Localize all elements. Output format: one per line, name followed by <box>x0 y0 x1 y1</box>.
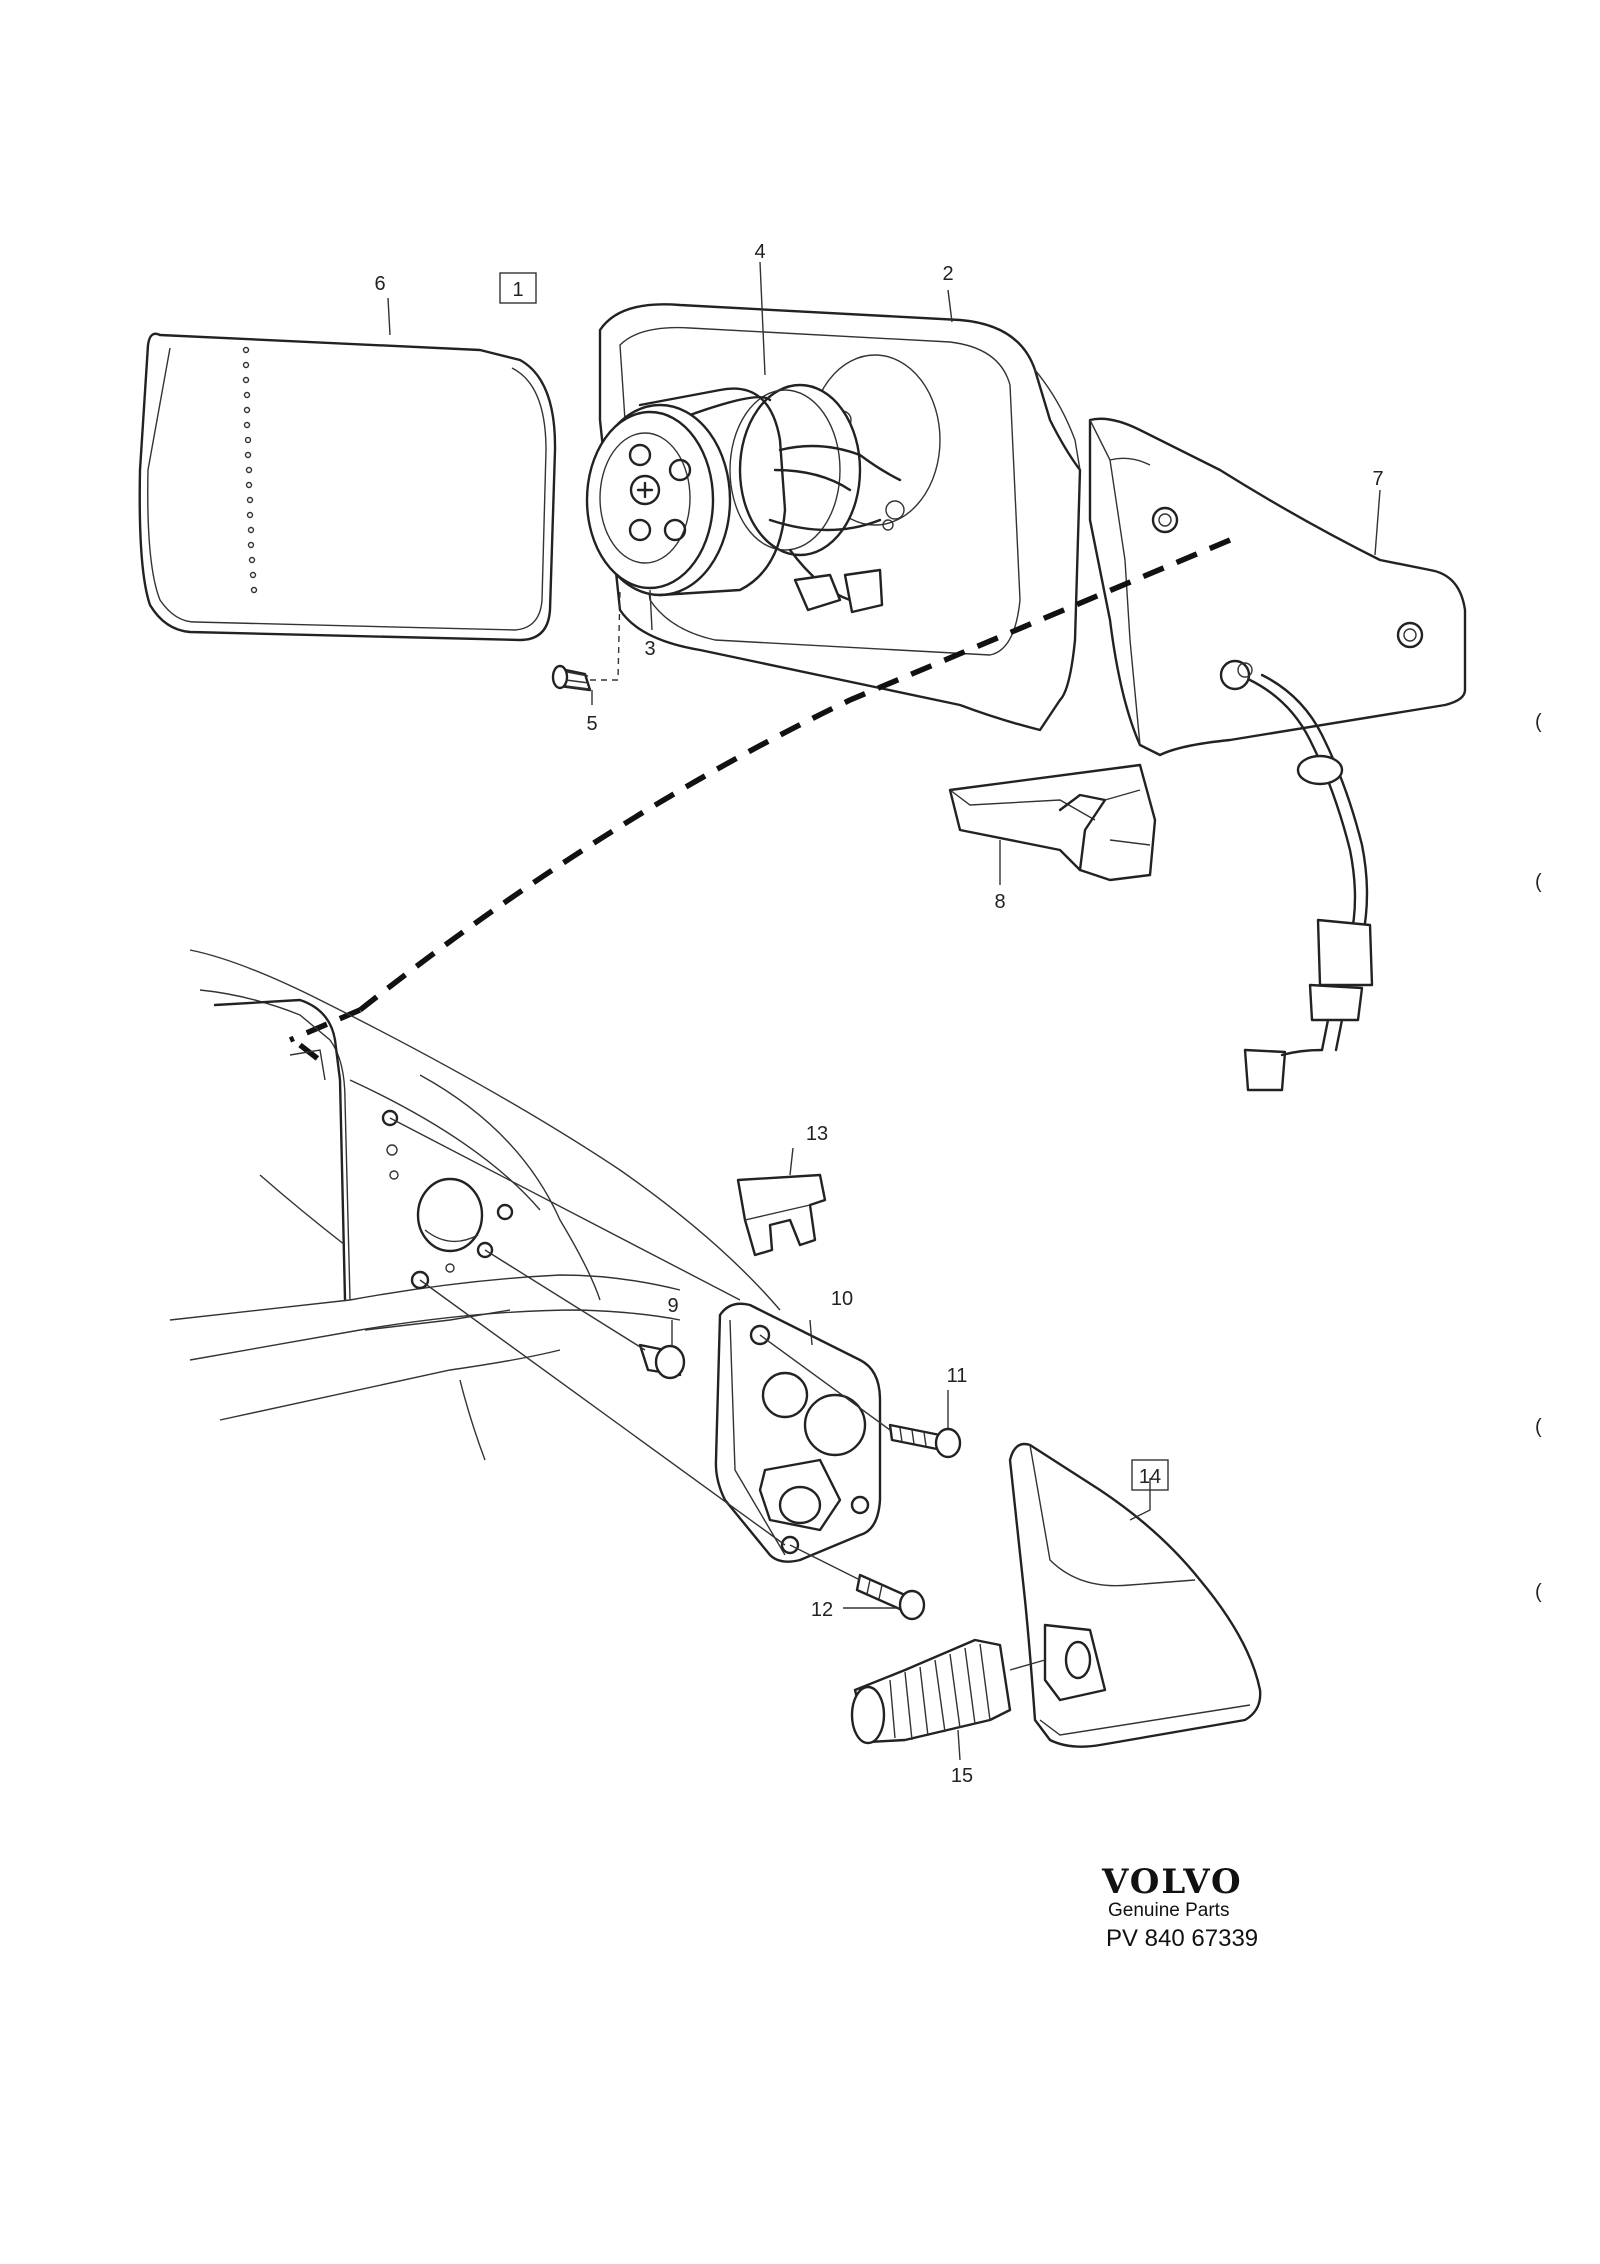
callout-4: 4 <box>754 241 765 263</box>
margin-mark: ( <box>1535 711 1542 733</box>
callout-10: 10 <box>831 1288 853 1310</box>
screw-9 <box>638 1343 686 1380</box>
callout-9: 9 <box>667 1295 678 1317</box>
mirror-bracket <box>1088 417 1467 757</box>
cover-8 <box>948 763 1157 882</box>
adjusting-motor <box>585 383 902 614</box>
wiring-harness <box>1243 673 1374 1092</box>
base-plate <box>714 1302 882 1563</box>
callout-15: 15 <box>951 1765 973 1787</box>
clip-13 <box>736 1173 827 1257</box>
grommet-15 <box>850 1638 1046 1745</box>
heating-dots <box>242 346 258 594</box>
screw-12 <box>855 1573 926 1621</box>
screw-5 <box>551 664 592 692</box>
callout-11: 11 <box>947 1365 968 1387</box>
callout-2: 2 <box>942 263 953 285</box>
callout-6: 6 <box>374 273 385 295</box>
callout-5: 5 <box>586 713 597 735</box>
margin-mark: ( <box>1535 871 1542 893</box>
alignment-dashed-line <box>358 537 1232 1013</box>
callout-14: 14 <box>1139 1466 1161 1488</box>
callout-1-box: 1 <box>499 272 537 304</box>
callout-13: 13 <box>806 1123 828 1145</box>
volvo-logo: VOLVO <box>1101 1862 1243 1902</box>
door-panel <box>169 949 781 1461</box>
inner-cover <box>1008 1442 1262 1748</box>
callout-8: 8 <box>994 891 1005 913</box>
callout-1: 1 <box>512 279 523 301</box>
brand-tagline: Genuine Parts <box>1108 1900 1229 1921</box>
part-number: PV 840 67339 <box>1106 1925 1258 1952</box>
callout-12: 12 <box>811 1599 833 1621</box>
callout-14-box: 14 <box>1131 1459 1169 1491</box>
callout-3: 3 <box>644 638 655 660</box>
margin-mark: ( <box>1535 1581 1542 1603</box>
callout-7: 7 <box>1372 468 1383 490</box>
mirror-glass <box>138 332 557 642</box>
margin-mark: ( <box>1535 1416 1542 1438</box>
screw-11 <box>888 1423 962 1459</box>
